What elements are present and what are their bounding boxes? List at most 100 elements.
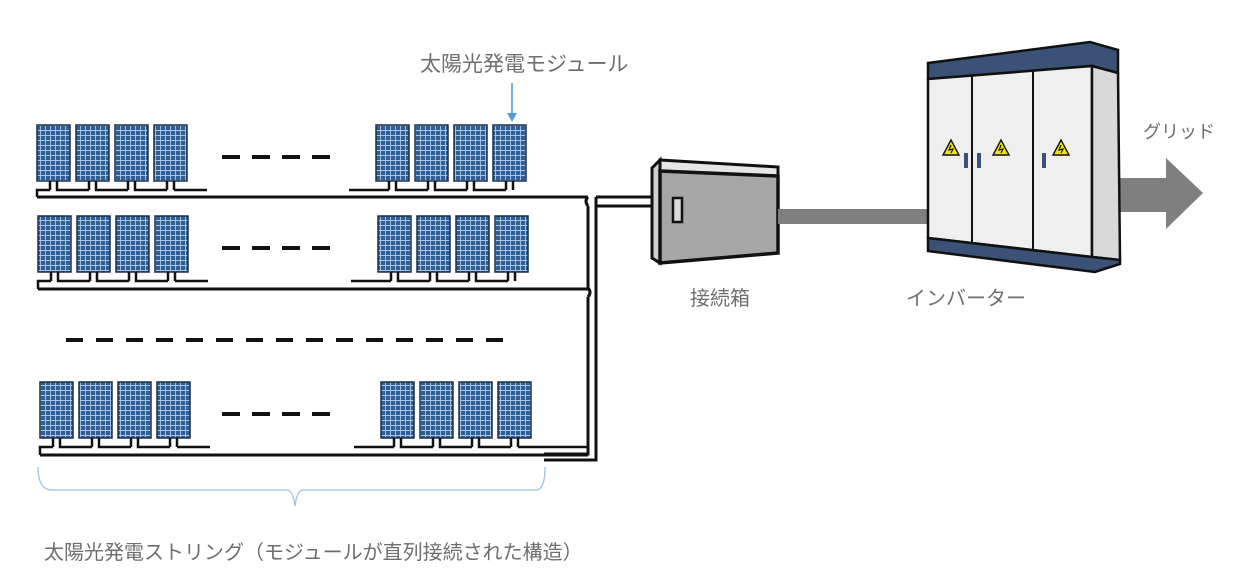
ellipsis-dash	[186, 338, 203, 342]
pv-module	[76, 215, 111, 273]
pv-module	[375, 124, 410, 182]
combiner-box[interactable]	[650, 156, 780, 266]
dc-bus	[544, 195, 652, 462]
ellipsis-dash	[252, 155, 270, 159]
module-callout-arrow	[507, 83, 517, 122]
module-lead	[389, 272, 430, 283]
ellipsis-dash	[252, 412, 270, 416]
inverter-label: インバーター	[906, 286, 1026, 310]
ellipsis-dash	[216, 338, 233, 342]
module-lead	[428, 272, 469, 283]
ellipsis-dash	[306, 338, 323, 342]
pv-module	[39, 381, 74, 439]
ellipsis-dash	[312, 246, 330, 250]
module-lead	[87, 181, 128, 192]
pv-module	[453, 124, 488, 182]
inverter-bottom-trim	[926, 236, 1122, 274]
string-wire	[38, 445, 53, 455]
pv-module	[458, 381, 493, 439]
pv-module	[416, 215, 451, 273]
module-lead	[90, 438, 131, 449]
module-lead	[48, 181, 89, 192]
inverter-door-handle-1	[964, 153, 968, 168]
pv-module	[75, 124, 110, 182]
string-wire	[35, 188, 50, 197]
ellipsis-dash	[156, 338, 173, 342]
pv-string	[38, 381, 588, 457]
module-lead	[168, 438, 179, 447]
bus-wire-outer	[544, 197, 598, 462]
inverter-side	[1090, 64, 1122, 262]
pv-string	[36, 215, 588, 291]
grid-label: グリッド	[1143, 122, 1215, 143]
pv-module	[494, 215, 529, 273]
pv-strings	[35, 124, 588, 457]
ellipsis-dash	[282, 155, 300, 159]
inverter-door-handle-2	[977, 153, 981, 168]
ellipsis-dash	[66, 338, 83, 342]
pv-module	[377, 215, 412, 273]
module-lead	[165, 181, 176, 190]
module-label: 太陽光発電モジュール	[420, 52, 629, 76]
ellipsis-dash	[222, 412, 240, 416]
pv-module	[156, 381, 191, 439]
module-lead	[387, 181, 428, 192]
module-lead	[392, 438, 433, 449]
ellipsis-dash	[222, 155, 240, 159]
module-lead	[465, 181, 506, 192]
warning-icon	[941, 138, 961, 156]
module-lead	[166, 272, 177, 281]
pv-module	[36, 124, 71, 182]
string-label: 太陽光発電ストリング（モジュールが直列接続された構造）	[44, 540, 583, 564]
ellipsis-dash	[96, 338, 113, 342]
module-lead	[127, 272, 168, 283]
pv-module	[37, 215, 72, 273]
module-lead	[88, 272, 129, 283]
inverter-cabinet[interactable]	[926, 40, 1122, 274]
ellipsis-dash	[276, 338, 293, 342]
ellipsis-dash	[336, 338, 353, 342]
pv-module	[115, 215, 150, 273]
warning-icon	[991, 138, 1011, 156]
pv-module	[455, 215, 490, 273]
pv-string	[35, 124, 588, 199]
ellipsis-dash	[222, 246, 240, 250]
pv-module	[380, 381, 415, 439]
ellipsis-dash	[312, 155, 330, 159]
module-lead	[470, 438, 511, 449]
grid-arrow	[1118, 158, 1203, 229]
grid-arrow-shaft	[1118, 178, 1174, 212]
string-brace	[37, 466, 546, 507]
module-lead	[431, 438, 472, 449]
ellipsis-dash	[246, 338, 263, 342]
inverter-front	[926, 64, 1094, 259]
module-lead	[506, 272, 517, 281]
ellipsis-dash	[312, 412, 330, 416]
combiner-box-handle	[671, 196, 684, 224]
string-wire	[36, 279, 51, 289]
module-lead	[129, 438, 170, 449]
module-lead	[467, 272, 508, 283]
ellipsis-dash	[396, 338, 413, 342]
pv-module	[497, 381, 532, 439]
pv-module	[154, 215, 189, 273]
pv-module	[117, 381, 152, 439]
module-lead	[51, 438, 92, 449]
bus-wire-inner	[544, 195, 590, 456]
pv-module	[114, 124, 149, 182]
pv-module	[492, 124, 527, 182]
inverter-door-handle-3	[1042, 153, 1046, 168]
warning-icon	[1051, 138, 1071, 156]
pv-module	[153, 124, 188, 182]
module-lead	[509, 438, 520, 447]
ellipsis-dash	[282, 412, 300, 416]
ellipsis-dash	[366, 338, 383, 342]
ellipsis-dash	[252, 246, 270, 250]
pv-module	[78, 381, 113, 439]
ellipsis-dash	[486, 338, 503, 342]
module-lead	[426, 181, 467, 192]
ellipsis-dash	[126, 338, 143, 342]
cable-combiner-to-inverter	[778, 209, 930, 224]
bus-hop-2	[586, 286, 592, 298]
module-lead	[49, 272, 90, 283]
